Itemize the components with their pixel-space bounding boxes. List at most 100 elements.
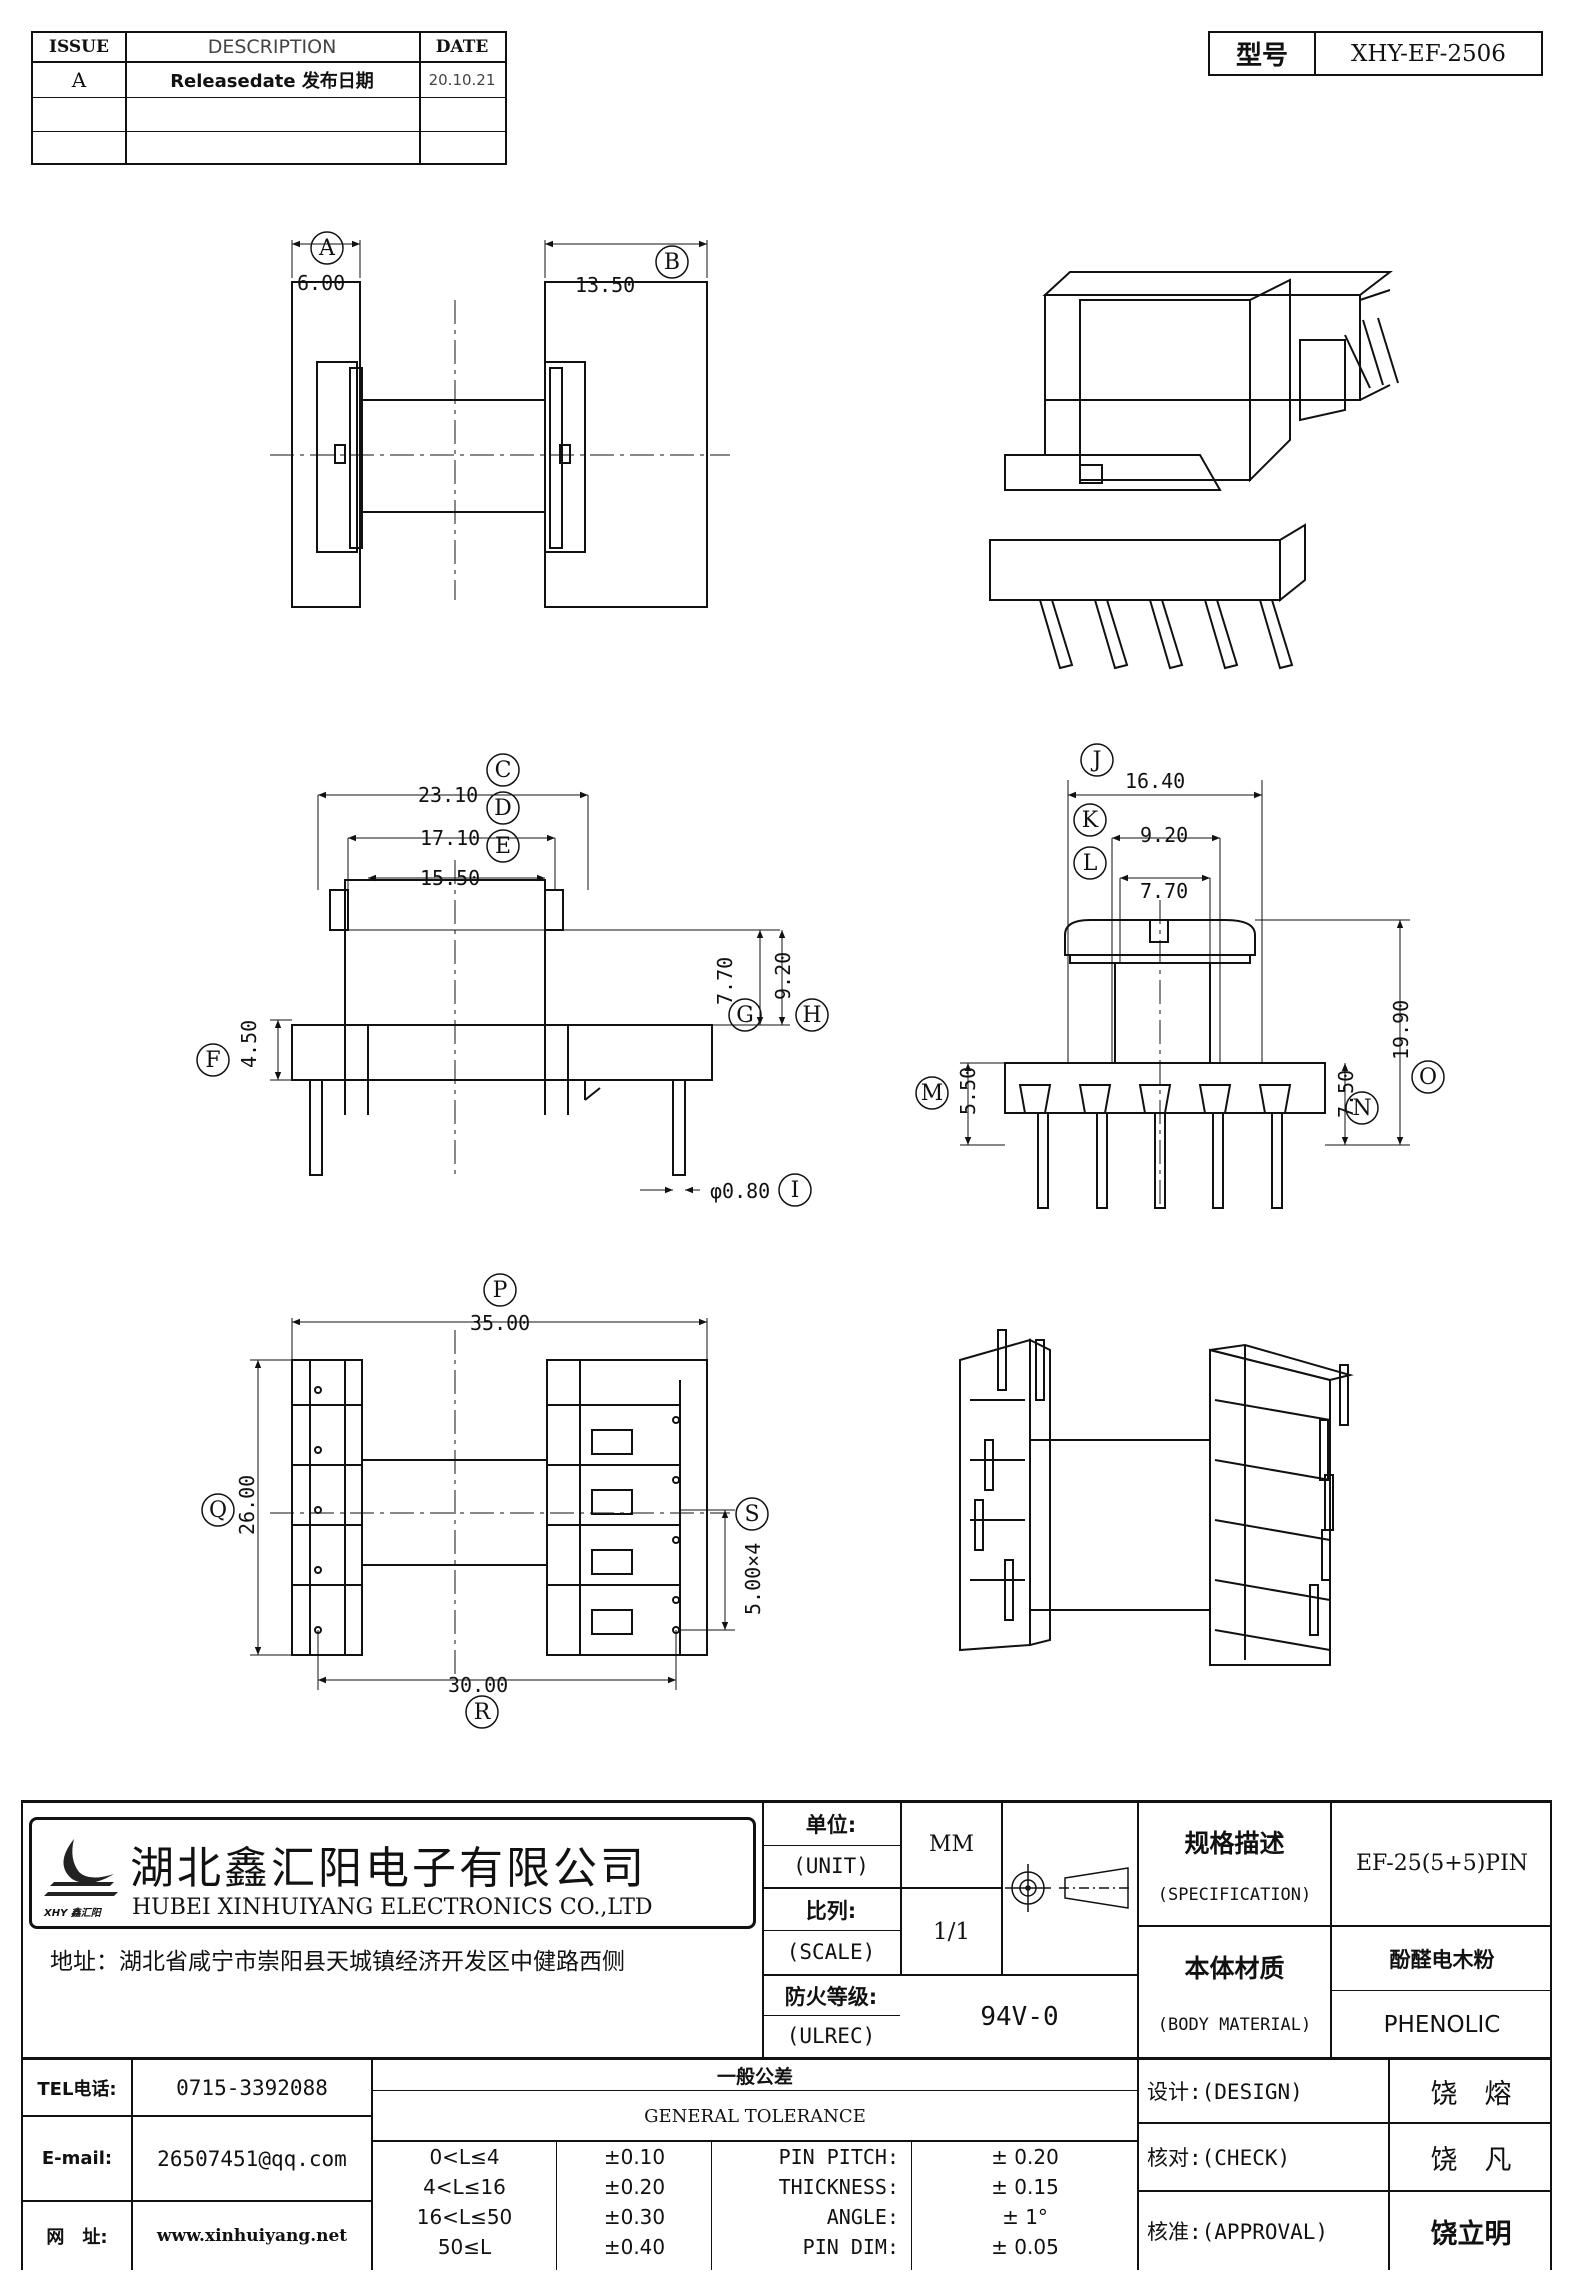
- callout-A: A: [319, 235, 335, 261]
- bottom-view: [201, 1273, 769, 1729]
- dim-G-value: 7.70: [713, 957, 737, 1005]
- company-name-en: HUBEI XINHUIYANG ELECTRONICS CO.,LTD: [132, 1895, 653, 1920]
- scale-value: 1/1: [932, 1918, 970, 1945]
- tol-range: 0<L≤4: [429, 2145, 500, 2169]
- spec-tol: ± 0.20: [991, 2145, 1059, 2169]
- dim-F-value: 4.50: [237, 1020, 261, 1068]
- callout-F: F: [205, 1047, 221, 1073]
- dim-J-value: 16.40: [1125, 769, 1185, 793]
- spec-name: ANGLE:: [826, 2205, 899, 2229]
- side-view: [270, 231, 730, 608]
- material-value-en: PHENOLIC: [1383, 2011, 1501, 2038]
- tol-value: ±0.40: [603, 2235, 666, 2259]
- check-label: 核对:(CHECK): [1147, 2146, 1291, 2170]
- tolerance-title-cn: 一般公差: [716, 2065, 793, 2088]
- email-label: E-mail:: [41, 2148, 113, 2169]
- model-box: 型号 XHY-EF-2506: [1208, 31, 1543, 76]
- approval-label: 核准:(APPROVAL): [1147, 2220, 1329, 2244]
- revision-table: ISSUE DESCRIPTION DATE A Releasedate 发布日…: [31, 31, 507, 165]
- dim-S-value: 5.00×4: [741, 1543, 765, 1615]
- technical-drawing: 6.00 13.50 23.10 17.10 15.50 4.50 7.70 9…: [196, 231, 1445, 1729]
- design-label: 设计:(DESIGN): [1147, 2080, 1303, 2104]
- spec-value: EF-25(5+5)PIN: [1355, 1851, 1529, 1876]
- row-description: Releasedate 发布日期: [170, 71, 374, 92]
- callout-G: G: [736, 1002, 754, 1028]
- callout-C: C: [494, 757, 512, 783]
- dim-Q-value: 26.00: [235, 1475, 259, 1535]
- callout-B-circle: [655, 245, 689, 279]
- isometric-view-2: [959, 1329, 1354, 1666]
- dim-R-value: 30.00: [448, 1673, 508, 1697]
- row-issue: A: [71, 68, 87, 92]
- callout-L: L: [1082, 850, 1098, 876]
- spec-tol: ± 1°: [1002, 2205, 1048, 2229]
- dim-O-value: 19.90: [1389, 1000, 1413, 1060]
- front-view: [196, 753, 829, 1207]
- callout-R: R: [473, 1699, 491, 1725]
- company-address: 地址：湖北省咸宁市崇阳县天城镇经济开发区中健路西侧: [50, 1949, 625, 1975]
- approval-name: 饶立明: [1430, 2218, 1512, 2250]
- callout-E: E: [494, 833, 512, 859]
- dim-B-value: 13.50: [575, 273, 635, 297]
- dim-C-value: 23.10: [418, 783, 478, 807]
- design-name: 饶 熔: [1430, 2078, 1512, 2110]
- company-panel: XHY 鑫汇阳 湖北鑫汇阳电子有限公司 HUBEI XINHUIYANG ELE…: [29, 1817, 756, 1929]
- callout-A-circle: [310, 231, 344, 265]
- logo-text: XHY 鑫汇阳: [44, 1908, 101, 1919]
- tol-range: 4<L≤16: [423, 2175, 506, 2199]
- material-label-cn: 本体材质: [1184, 1954, 1285, 1983]
- scale-label-cn: 比列:: [805, 1898, 857, 1923]
- tolerance-title-en: GENERAL TOLERANCE: [644, 2105, 866, 2127]
- callout-M: M: [920, 1080, 944, 1106]
- row-date: 20.10.21: [428, 71, 496, 89]
- ulrec-value: 94V-0: [980, 2001, 1059, 2032]
- spec-tol: ± 0.05: [991, 2235, 1059, 2259]
- title-block: [21, 1800, 1552, 2270]
- spec-name: PIN PITCH:: [778, 2145, 899, 2169]
- check-name: 饶 凡: [1430, 2144, 1512, 2176]
- unit-value: MM: [928, 1832, 975, 1857]
- callout-P: P: [492, 1277, 508, 1303]
- col-header-issue: ISSUE: [49, 37, 109, 57]
- callout-D: D: [494, 795, 512, 821]
- tol-range: 16<L≤50: [416, 2205, 513, 2229]
- callout-N: N: [1352, 1095, 1372, 1121]
- callout-H: H: [802, 1002, 822, 1028]
- dim-P-value: 35.00: [470, 1311, 530, 1335]
- isometric-view-1: [989, 271, 1399, 670]
- company-name-cn: 湖北鑫汇阳电子有限公司: [130, 1843, 647, 1894]
- tol-value: ±0.30: [603, 2205, 666, 2229]
- tel-label: TEL电话:: [37, 2078, 117, 2100]
- callout-I: I: [790, 1177, 800, 1203]
- model-value: XHY-EF-2506: [1351, 40, 1506, 67]
- dim-E-value: 15.50: [420, 866, 480, 890]
- dim-D-value: 17.10: [420, 826, 480, 850]
- dim-M-value: 5.50: [956, 1067, 980, 1115]
- web-value: www.xinhuiyang.net: [156, 2226, 348, 2246]
- dim-K-value: 9.20: [1140, 823, 1188, 847]
- callout-Q: Q: [208, 1497, 228, 1523]
- dim-N-value: 7.50: [1334, 1070, 1358, 1118]
- model-label: 型号: [1235, 41, 1288, 71]
- ulrec-label-en: (ULREC): [786, 2024, 876, 2048]
- dim-A-value: 6.00: [297, 271, 345, 295]
- material-value-cn: 酚醛电木粉: [1389, 1947, 1495, 1972]
- ulrec-label-cn: 防火等级:: [784, 1984, 878, 2009]
- spec-label-cn: 规格描述: [1184, 1829, 1285, 1858]
- material-label-en: (BODY MATERIAL): [1157, 2015, 1312, 2035]
- unit-label-en: (UNIT): [793, 1854, 869, 1878]
- scale-label-en: (SCALE): [786, 1940, 876, 1964]
- company-logo: [44, 1839, 118, 1896]
- web-label: 网 址:: [46, 2227, 108, 2248]
- col-header-description: DESCRIPTION: [207, 36, 337, 58]
- callout-J: J: [1092, 747, 1102, 773]
- tel-value: 0715-3392088: [176, 2075, 328, 2100]
- callout-S: S: [744, 1501, 760, 1527]
- callout-B: B: [663, 249, 681, 275]
- spec-name: PIN DIM:: [802, 2235, 899, 2259]
- col-header-date: DATE: [435, 37, 489, 57]
- spec-name: THICKNESS:: [778, 2175, 899, 2199]
- spec-label-en: (SPECIFICATION): [1157, 1885, 1312, 1905]
- dim-H-value: 9.20: [771, 952, 795, 1000]
- dim-I-value: φ0.80: [710, 1179, 770, 1203]
